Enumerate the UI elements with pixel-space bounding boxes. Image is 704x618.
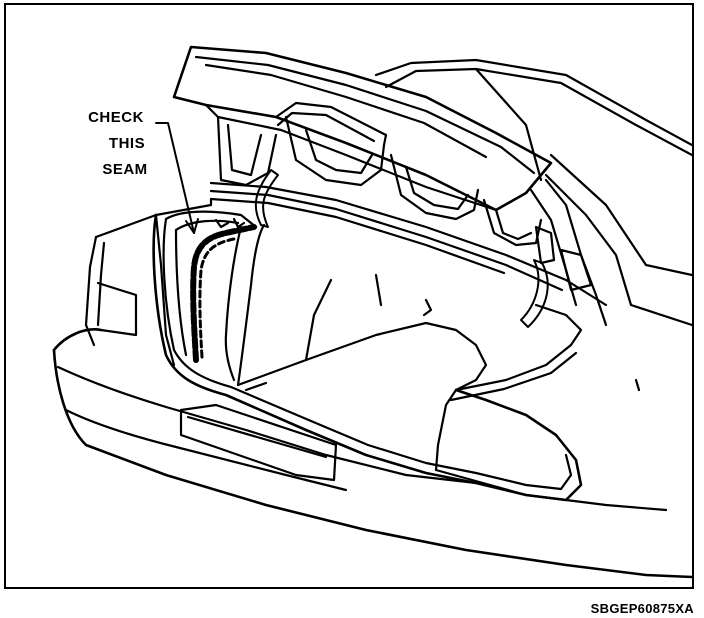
trunk-hinges — [254, 169, 549, 328]
callout-label-seam: SEAM — [102, 161, 148, 178]
rear-window — [374, 58, 692, 327]
figure-frame — [4, 3, 694, 589]
callout-leader — [155, 122, 199, 234]
rear-bumper — [52, 328, 692, 579]
inner-trunk-wall — [164, 210, 258, 382]
callout-label-this: THIS — [108, 135, 146, 152]
figure-code: SBGEP60875XA — [590, 601, 694, 616]
callout-label-check: CHECK — [88, 109, 144, 126]
left-quarter-panel — [84, 197, 213, 367]
seam-highlight — [190, 224, 257, 363]
car-trunk-illustration — [52, 45, 692, 579]
trunk-lid — [172, 45, 608, 327]
trunk-floor — [236, 223, 641, 472]
